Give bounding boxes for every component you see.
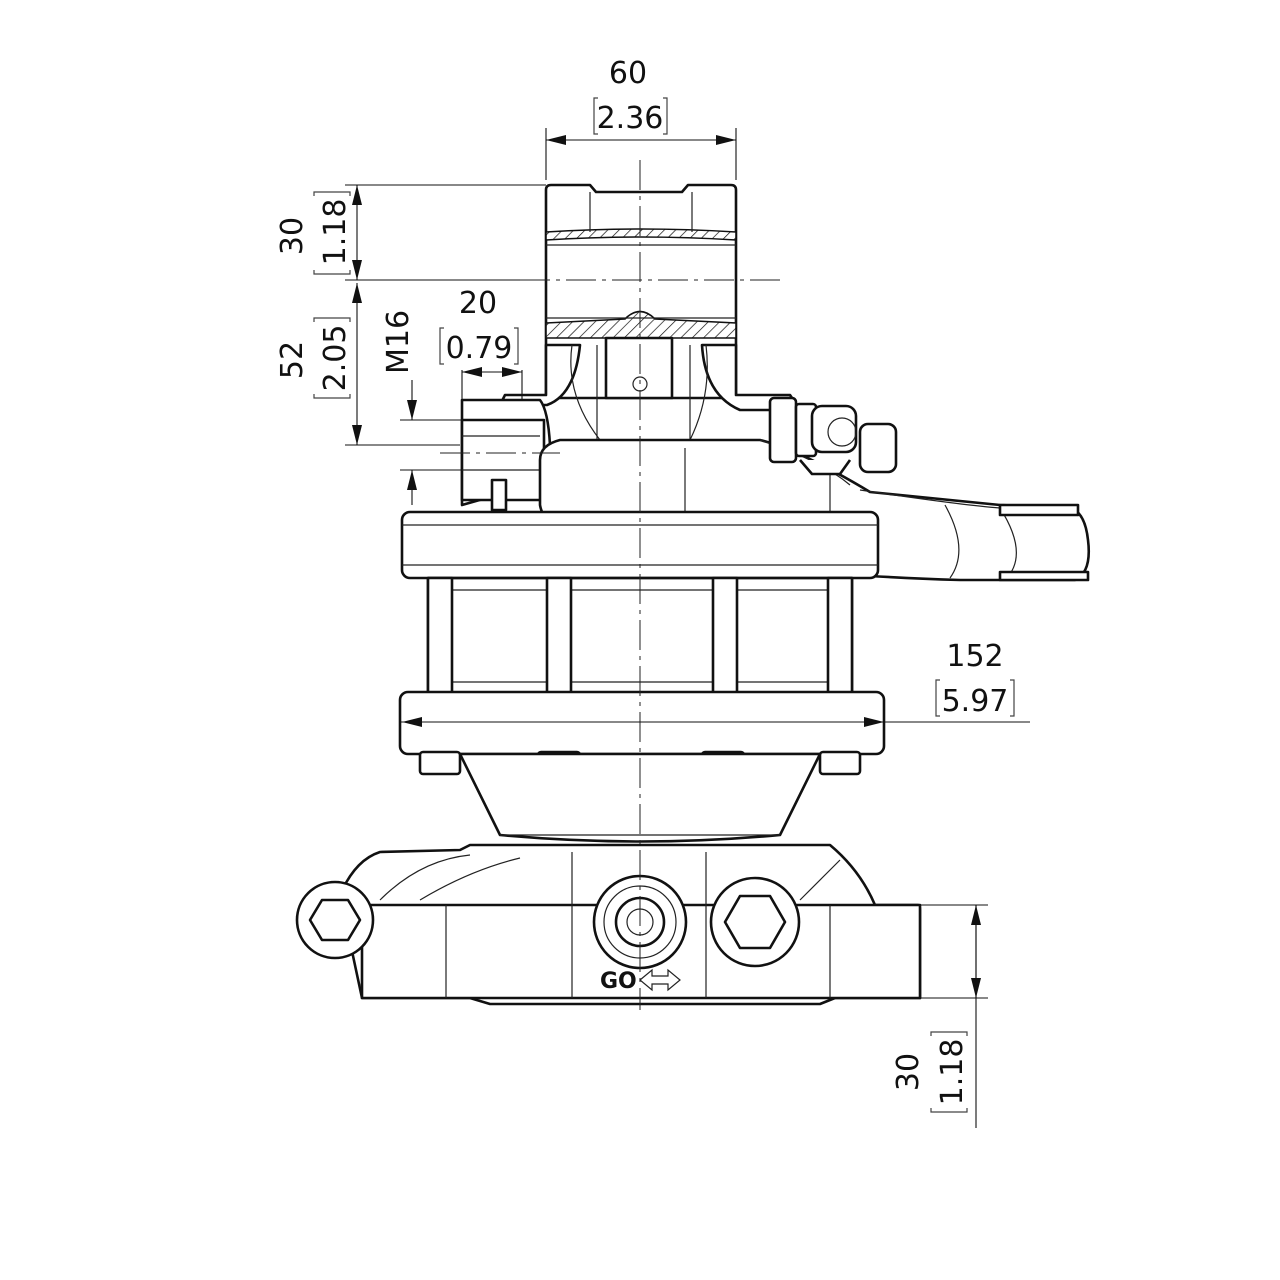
dim-flange-diameter-imperial: 5.97 [942,684,1009,719]
dim-upper-height-metric: 52 [275,341,310,379]
dim-bottom-height-metric: 30 [891,1053,926,1091]
motor-housing [400,396,1090,582]
dim-top-height-metric: 30 [275,217,310,255]
dim-top-height: 30 1.18 [275,184,546,281]
dim-bottom-height: 30 1.18 [891,904,988,1128]
dim-thread-width: 20 0.79 [439,286,523,400]
dim-flange-diameter-metric: 152 [946,639,1003,674]
dim-thread-label: M16 [381,310,416,374]
dim-upper-height: 52 2.05 [275,283,460,446]
dim-bottom-height-imperial: 1.18 [935,1039,970,1106]
top-link [498,183,802,441]
dim-thread-width-imperial: 0.79 [446,331,513,366]
dim-top-width-imperial: 2.36 [597,101,664,136]
dim-top-width-metric: 60 [609,56,647,91]
dim-flange-diameter: 152 5.97 [400,639,1030,727]
dim-top-height-imperial: 1.18 [318,199,353,266]
dim-thread-width-metric: 20 [459,286,497,321]
rotator-body: GO [295,183,1090,1006]
go-marking: GO [600,969,637,994]
dim-thread: M16 [381,310,462,505]
dim-top-width: 60 2.36 [545,56,737,180]
bottom-link: GO [295,843,922,1006]
dim-upper-height-imperial: 2.05 [318,325,353,392]
center-lines [440,160,780,1010]
lower-flange [398,690,886,843]
